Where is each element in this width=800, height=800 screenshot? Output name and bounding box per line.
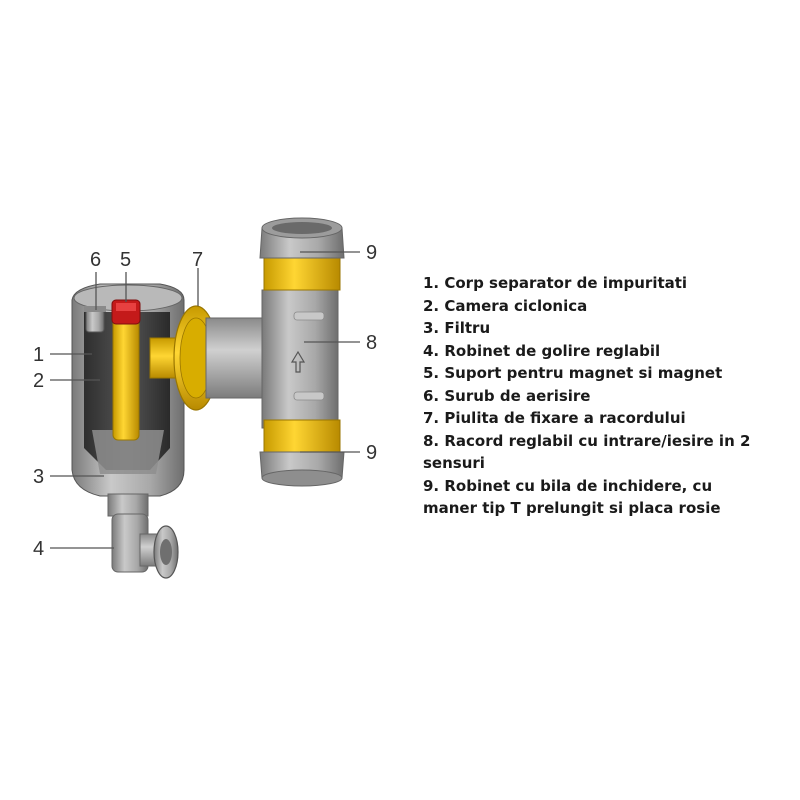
top-ball-valve <box>259 217 345 291</box>
callout-8: 8 <box>366 332 377 354</box>
callout-6: 6 <box>90 249 101 271</box>
callout-4: 4 <box>33 538 44 560</box>
callout-9-top: 9 <box>366 242 377 264</box>
leader-lines <box>50 251 360 549</box>
callout-3: 3 <box>33 466 44 488</box>
legend-item-8: 8. Racord reglabil cu intrare/iesire in … <box>423 431 751 473</box>
legend: 1. Corp separator de impuritati 2. Camer… <box>423 272 768 520</box>
flow-arrow-icon <box>290 350 306 373</box>
callout-5: 5 <box>120 249 131 271</box>
callout-7: 7 <box>192 249 203 271</box>
legend-item-4: 4. Robinet de golire reglabil <box>423 341 661 360</box>
legend-item-7: 7. Piulita de fixare a racordului <box>423 409 686 427</box>
filter <box>92 430 164 474</box>
air-vent-screw <box>84 306 106 333</box>
bottom-ball-valve <box>259 419 345 487</box>
magnet-holder <box>111 299 141 441</box>
callout-2: 2 <box>33 370 44 392</box>
callout-9-bottom: 9 <box>366 442 377 464</box>
t-fitting <box>205 289 339 429</box>
legend-item-5: 5. Suport pentru magnet si magnet <box>423 364 723 382</box>
legend-item-1: 1. Corp separator de impuritati <box>423 274 688 292</box>
legend-item-9: 9. Robinet cu bila de inchidere, cu mane… <box>423 476 721 518</box>
legend-item-6: 6. Surub de aerisire <box>423 386 591 405</box>
legend-item-2: 2. Camera ciclonica <box>423 296 588 315</box>
legend-item-3: 3. Filtru <box>423 319 491 337</box>
drain-valve <box>111 513 179 579</box>
callout-1: 1 <box>33 344 44 366</box>
